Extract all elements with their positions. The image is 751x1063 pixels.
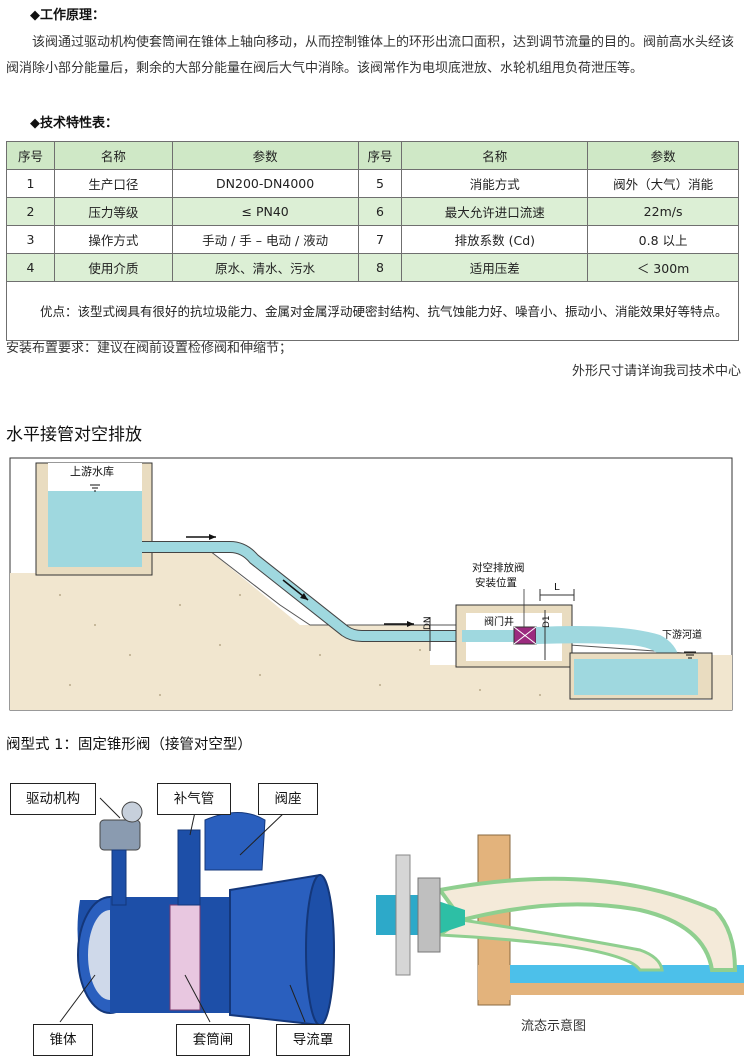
discharge-jet — [536, 626, 680, 660]
upstream-label: 上游水库 — [70, 465, 114, 478]
cell: 阀外（大气）消能 — [587, 169, 739, 198]
l-dimension-label: L — [554, 582, 560, 593]
cell: 适用压差 — [401, 253, 589, 282]
leader-hood — [289, 984, 306, 1023]
header-param-2: 参数 — [587, 141, 739, 170]
valve-flange — [395, 854, 411, 976]
header-name-1: 名称 — [53, 141, 173, 170]
cone-core — [435, 900, 465, 935]
label-cone: 锥体 — [33, 1024, 93, 1056]
flow-arrow-head-icon — [209, 534, 216, 540]
flow-state-diagram — [376, 834, 744, 1006]
cell: 生产口径 — [53, 169, 173, 198]
channel-floor — [510, 983, 744, 995]
valve-cross-icon — [513, 626, 537, 645]
label-air-pipe: 补气管 — [157, 783, 231, 815]
handwheel-icon — [121, 801, 143, 823]
valve-illustration — [59, 797, 744, 1027]
cell: 1 — [6, 169, 55, 198]
table-row: 4 使用介质 原水、清水、污水 8 适用压差 ＜ 300m — [6, 253, 739, 282]
label-sleeve-gate: 套筒闸 — [176, 1024, 250, 1056]
valve-well-label: 阀门井 — [484, 615, 514, 628]
cell: ＜ 300m — [587, 253, 739, 282]
flow-arrow-head-icon — [407, 621, 414, 627]
table-row: 3 操作方式 手动 / 手 – 电动 / 液动 7 排放系数 (Cd) 0.8 … — [6, 225, 739, 254]
pipe — [142, 542, 462, 641]
table-row: 优点：该型式阀具有很好的抗垃圾能力、金属对金属浮动硬密封结构、抗气蚀能力好、噪音… — [6, 281, 739, 341]
header-index-1: 序号 — [6, 141, 55, 170]
cell: 6 — [357, 197, 403, 226]
label-drive-mechanism: 驱动机构 — [10, 783, 96, 815]
dn-dimension-label: DN — [423, 616, 433, 630]
leader-seat — [239, 811, 286, 856]
jet-lower — [435, 918, 664, 972]
spec-header-row: 序号 名称 参数 序号 名称 参数 — [6, 141, 739, 170]
leader-sleeve — [184, 974, 211, 1023]
spec-table: 序号 名称 参数 序号 名称 参数 1 生产口径 DN200-DN4000 5 … — [6, 141, 739, 341]
water-level-icon — [684, 651, 696, 659]
jet-upper — [436, 876, 738, 972]
leader-cone — [59, 974, 96, 1023]
cell: 0.8 以上 — [587, 225, 739, 254]
seat-flange — [204, 812, 266, 871]
cell: 最大允许进口流速 — [401, 197, 589, 226]
cell: DN200-DN4000 — [171, 169, 359, 198]
cell: 操作方式 — [53, 225, 173, 254]
cell: 原水、清水、污水 — [171, 253, 359, 282]
cell: ≤ PN40 — [171, 197, 359, 226]
label-valve-seat: 阀座 — [258, 783, 318, 815]
header-name-2: 名称 — [401, 141, 589, 170]
header-param-1: 参数 — [171, 141, 359, 170]
cell: 消能方式 — [401, 169, 589, 198]
downstream-label: 下游河道 — [662, 628, 702, 641]
cell: 排放系数 (Cd) — [401, 225, 589, 254]
install-requirement: 安装布置要求：建议在阀前设置检修阀和伸缩节； — [6, 341, 293, 356]
air-pipe — [177, 829, 201, 906]
spec-heading: ◆技术特性表： — [30, 116, 118, 131]
cell: 7 — [357, 225, 403, 254]
principle-text: 该阀通过驱动机构使套筒闸在锥体上轴向移动，从而控制锥体上的环形出流口面积，达到调… — [6, 35, 735, 76]
drive-stem — [111, 849, 127, 906]
cell: 22m/s — [587, 197, 739, 226]
cell: 8 — [357, 253, 403, 282]
outlet-rim — [305, 874, 335, 1026]
cell: 手动 / 手 – 电动 / 液动 — [171, 225, 359, 254]
drive-actuator — [99, 819, 141, 851]
cell: 使用介质 — [53, 253, 173, 282]
layout-section-title: 水平接管对空排放 — [6, 425, 142, 445]
ground-texture — [59, 594, 601, 696]
downstream-water — [574, 659, 698, 695]
label-hood: 导流罩 — [276, 1024, 350, 1056]
well-pipe — [462, 630, 514, 642]
table-row: 2 压力等级 ≤ PN40 6 最大允许进口流速 22m/s — [6, 197, 739, 226]
wall-lower — [478, 965, 510, 1000]
advantages-note: 优点：该型式阀具有很好的抗垃圾能力、金属对金属浮动硬密封结构、抗气蚀能力好、噪音… — [6, 281, 739, 341]
leader-air-pipe — [189, 811, 196, 836]
contact-note: 外形尺寸请详询我司技术中心 — [571, 364, 741, 379]
valve-housing — [417, 877, 441, 953]
cell: 4 — [6, 253, 55, 282]
leader-drive — [99, 797, 121, 819]
flow-state-caption: 流态示意图 — [521, 1019, 587, 1034]
channel-water — [510, 965, 744, 983]
table-row: 1 生产口径 DN200-DN4000 5 消能方式 阀外（大气）消能 — [6, 169, 739, 198]
cell: 3 — [6, 225, 55, 254]
cell: 2 — [6, 197, 55, 226]
valve-position-label-1: 对空排放阀 — [472, 561, 525, 574]
flow-arrow-head-icon — [300, 593, 308, 600]
layout-diagram: 上游水库 DN 阀门井 D1 L 对空排放阀 安装位置 下游河道 — [9, 457, 733, 711]
cell: 5 — [357, 169, 403, 198]
principle-heading: ◆工作原理： — [30, 8, 105, 23]
water-level-icon — [90, 484, 100, 492]
valve-position-label-2: 安装位置 — [475, 576, 517, 589]
d1-dimension-label: D1 — [542, 615, 552, 628]
sleeve-gate — [169, 904, 201, 1011]
header-index-2: 序号 — [357, 141, 403, 170]
reservoir-water — [48, 491, 142, 567]
cell: 压力等级 — [53, 197, 173, 226]
valve-type-title: 阀型式 1：固定锥形阀（接管对空型） — [6, 737, 252, 753]
